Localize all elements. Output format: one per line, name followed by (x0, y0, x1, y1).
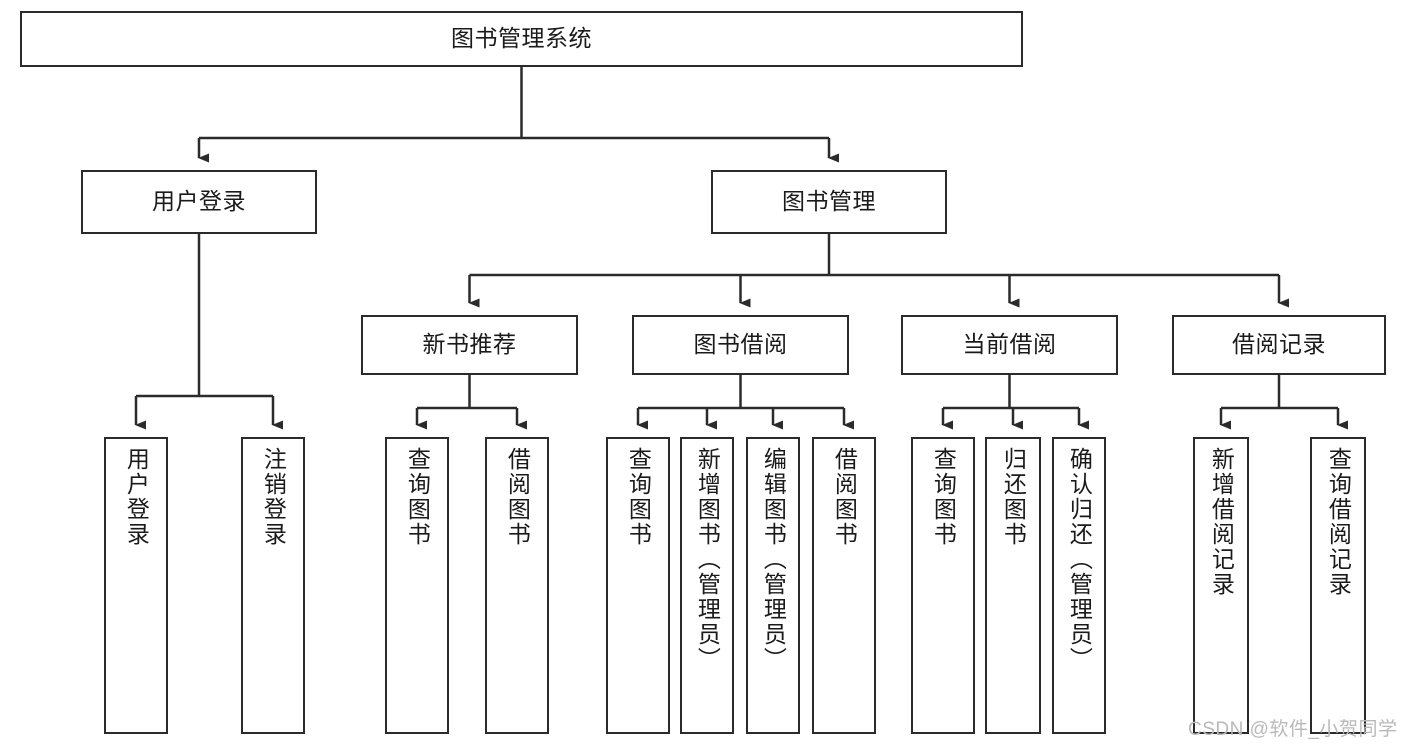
node-leaf-query-record[interactable]: 查询借阅记录 (1310, 437, 1366, 734)
node-label: 用户登录 (123, 447, 150, 547)
node-leaf-user-login[interactable]: 用户登录 (104, 437, 168, 734)
node-label: 查询图书 (625, 447, 652, 547)
node-current-borrow[interactable]: 当前借阅 (901, 315, 1118, 375)
node-label: 编辑图书（管理员） (760, 447, 787, 672)
node-root-title[interactable]: 图书管理系统 (20, 11, 1023, 67)
node-leaf-return-book[interactable]: 归还图书 (985, 437, 1041, 734)
node-label: 图书管理 (782, 188, 876, 215)
node-leaf-add-book[interactable]: 新增图书（管理员） (680, 437, 734, 734)
node-label: 查询借阅记录 (1325, 447, 1352, 597)
node-book-borrow[interactable]: 图书借阅 (632, 315, 849, 375)
node-label: 归还图书 (1000, 447, 1027, 547)
node-label: 确认归还（管理员） (1066, 447, 1093, 672)
node-label: 借阅图书 (831, 447, 858, 547)
node-label: 注销登录 (260, 447, 287, 547)
node-label: 查询图书 (930, 447, 957, 547)
node-leaf-query-book-3[interactable]: 查询图书 (911, 437, 975, 734)
node-user-login[interactable]: 用户登录 (81, 170, 317, 234)
node-label: 用户登录 (152, 188, 246, 215)
node-label: 当前借阅 (962, 331, 1057, 358)
node-leaf-query-book-1[interactable]: 查询图书 (385, 437, 449, 734)
node-leaf-borrow-book-1[interactable]: 借阅图书 (485, 437, 549, 734)
node-label: 图书管理系统 (451, 25, 592, 52)
node-leaf-query-book-2[interactable]: 查询图书 (606, 437, 670, 734)
node-label: 查询图书 (404, 447, 431, 547)
node-leaf-edit-book[interactable]: 编辑图书（管理员） (746, 437, 800, 734)
node-book-manage[interactable]: 图书管理 (711, 170, 947, 234)
node-label: 新书推荐 (422, 331, 517, 358)
node-leaf-logout[interactable]: 注销登录 (241, 437, 305, 734)
node-leaf-add-record[interactable]: 新增借阅记录 (1193, 437, 1249, 734)
node-label: 借阅图书 (504, 447, 531, 547)
node-label: 图书借阅 (693, 331, 788, 358)
node-leaf-confirm-return[interactable]: 确认归还（管理员） (1052, 437, 1106, 734)
node-label: 新增图书（管理员） (694, 447, 721, 672)
csdn-watermark: CSDN @软件_小贺同学 (1188, 719, 1398, 740)
node-label: 新增借阅记录 (1208, 447, 1235, 597)
node-leaf-borrow-book-2[interactable]: 借阅图书 (812, 437, 876, 734)
node-borrow-record[interactable]: 借阅记录 (1172, 315, 1386, 375)
node-new-book-recommend[interactable]: 新书推荐 (361, 315, 578, 375)
node-label: 借阅记录 (1232, 331, 1326, 358)
